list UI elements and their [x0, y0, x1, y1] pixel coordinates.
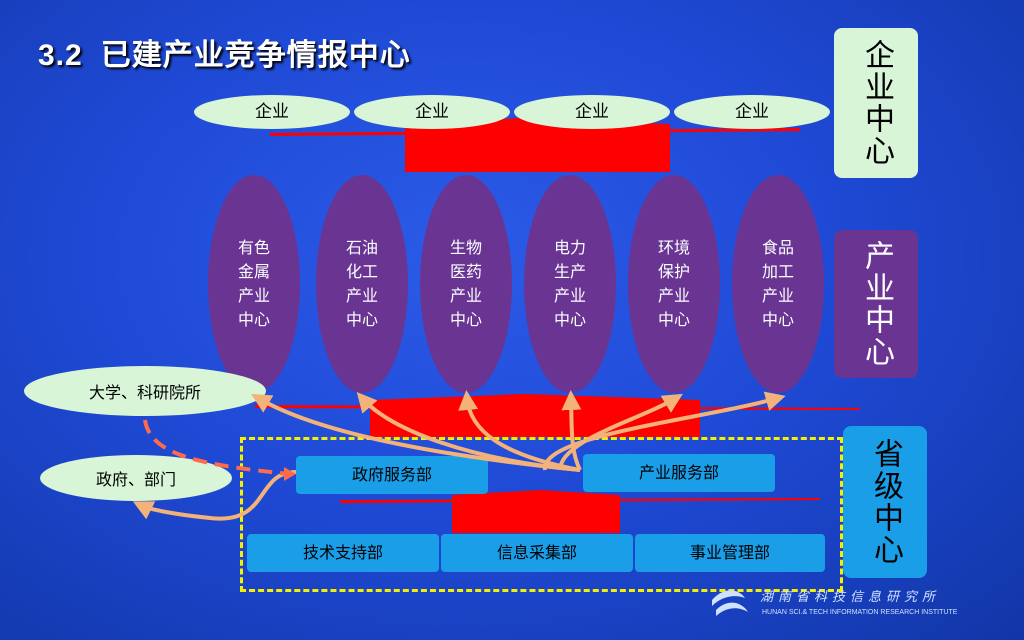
info-collection-dept: 信息采集部	[441, 534, 633, 572]
arrow-to-power	[561, 390, 582, 471]
enterprise-center-label: 企业中心	[834, 28, 918, 178]
logo-cn: 湖南省科技信息研究所	[760, 590, 941, 605]
industry-oval-food: 食品加工产业中心	[732, 175, 824, 393]
lower-red-block	[452, 490, 620, 533]
arrow-to-petrochem	[356, 391, 581, 472]
arrow-to-biomed	[458, 390, 581, 472]
industry-oval-label: 电力生产产业中心	[553, 238, 586, 329]
industry-oval-label: 环境保护产业中心	[657, 238, 690, 329]
enterprise-pill-2: 企业	[354, 95, 510, 129]
slide-title-text: 已建产业竞争情报中心	[100, 38, 411, 73]
industry-oval-label: 石油化工产业中心	[345, 238, 378, 329]
enterprise-pill-1: 企业	[194, 95, 350, 129]
slide-title: 3.2 已建产业竞争情报中心	[38, 30, 411, 74]
provincial-center-label: 省级中心	[843, 426, 927, 578]
industry-oval-petrochem: 石油化工产业中心	[316, 175, 408, 393]
logo-en: HUNAN SCI.& TECH INFORMATION RESEARCH IN…	[762, 609, 958, 616]
logo-icon	[712, 590, 748, 616]
industry-center-label: 产业中心	[834, 230, 918, 378]
industry-oval-label: 生物医药产业中心	[449, 238, 482, 329]
industry-oval-environment: 环境保护产业中心	[628, 175, 720, 393]
industry-oval-power: 电力生产产业中心	[524, 175, 616, 393]
industry-oval-label: 有色金属产业中心	[237, 238, 270, 329]
enterprise-pill-3: 企业	[514, 95, 670, 129]
industry-oval-nonferrous: 有色金属产业中心	[208, 175, 300, 393]
tech-support-dept: 技术支持部	[247, 534, 439, 572]
industry-oval-biomed: 生物医药产业中心	[420, 175, 512, 393]
dashed-arrow-university-to-gov	[143, 419, 291, 476]
arrow-gov-service-to-government	[132, 470, 297, 521]
arrow-to-environment	[558, 393, 683, 471]
enterprise-pill-4: 企业	[674, 95, 830, 129]
industry-oval-label: 食品加工产业中心	[761, 238, 794, 329]
dashed-arrowhead	[284, 467, 296, 481]
arrow-to-food	[543, 391, 786, 471]
government-oval: 政府、部门	[40, 455, 232, 501]
business-mgmt-dept: 事业管理部	[635, 534, 825, 572]
top-red-block	[405, 118, 670, 172]
industry-service-dept: 产业服务部	[583, 454, 775, 492]
university-oval: 大学、科研院所	[24, 366, 266, 416]
gov-service-dept: 政府服务部	[296, 456, 488, 494]
slide-number: 3.2	[38, 39, 83, 72]
